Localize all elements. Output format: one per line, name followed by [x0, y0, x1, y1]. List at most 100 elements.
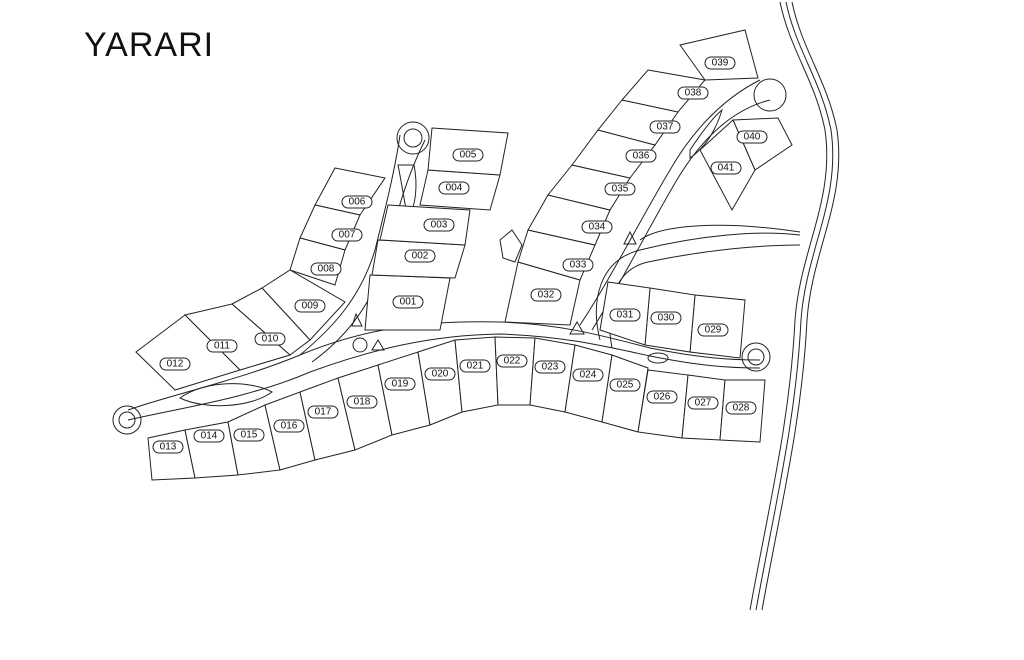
- northeast-road: [579, 79, 761, 326]
- lot-label: 031: [617, 310, 634, 321]
- lot-label-pill: [392, 295, 424, 309]
- lot-label-pill: [677, 86, 709, 100]
- lot-label-pill: [562, 258, 594, 272]
- lot-label: 017: [315, 407, 332, 418]
- lot-label-pill: [704, 56, 736, 70]
- lot-label-pill: [423, 218, 455, 232]
- lot-label-pill: [459, 359, 491, 373]
- lot-label-pill: [424, 367, 456, 381]
- lot-label-pill: [650, 311, 682, 325]
- lot-label: 015: [241, 430, 258, 441]
- lot-label: 029: [705, 325, 722, 336]
- lot-label-pill: [346, 395, 378, 409]
- lot-label: 005: [460, 150, 477, 161]
- lot-label: 041: [718, 163, 735, 174]
- lot-label-pill: [384, 377, 416, 391]
- cul-de-sac-north: [396, 121, 430, 155]
- lot-label: 032: [538, 290, 555, 301]
- lot-label: 016: [281, 421, 298, 432]
- lot-label: 001: [400, 297, 417, 308]
- lot-label: 022: [504, 356, 521, 367]
- lot-label: 002: [412, 251, 429, 262]
- lot-label: 027: [695, 398, 712, 409]
- lots-layer: 001 002 003 004 005 006 007 008 009 010 011 012 013 0…: [135, 29, 793, 481]
- map-title: YARARI: [84, 26, 215, 64]
- lot-label-pill: [233, 428, 265, 442]
- lot-label: 037: [657, 122, 674, 133]
- lot-label-pill: [736, 130, 768, 144]
- lot-label-pill: [254, 332, 286, 346]
- lot-039: [679, 29, 759, 81]
- lot-label-pill: [604, 182, 636, 196]
- lot-label-pill: [273, 419, 305, 433]
- lot-label-pill: [206, 339, 238, 353]
- lot-label: 020: [432, 369, 449, 380]
- lot-label: 010: [262, 334, 279, 345]
- lot-label-pill: [341, 195, 373, 209]
- lot-label-pill: [193, 429, 225, 443]
- east-loop-road: [595, 232, 801, 341]
- lot-038: [621, 69, 706, 113]
- lot-label: 009: [302, 301, 319, 312]
- lot-label-pill: [687, 396, 719, 410]
- lot-label: 035: [612, 184, 629, 195]
- lot-label: 023: [542, 362, 559, 373]
- lot-label-pill: [710, 161, 742, 175]
- lot-label: 038: [685, 88, 702, 99]
- lot-021: [454, 336, 499, 413]
- lot-label: 036: [633, 151, 650, 162]
- cul-de-sac-west: [112, 405, 142, 435]
- lot-label: 024: [580, 370, 597, 381]
- lot-label-pill: [307, 405, 339, 419]
- lot-label-pill: [404, 249, 436, 263]
- lot-label: 033: [570, 260, 587, 271]
- lot-label: 025: [617, 380, 634, 391]
- lot-022: [494, 336, 536, 406]
- lot-label: 040: [744, 132, 761, 143]
- lot-label: 018: [354, 397, 371, 408]
- lot-label: 019: [392, 379, 409, 390]
- lot-label: 006: [349, 197, 366, 208]
- cul-de-sac-east: [741, 342, 771, 372]
- lot-label: 012: [167, 359, 184, 370]
- lot-label: 014: [201, 431, 218, 442]
- lot-label: 008: [318, 264, 335, 275]
- lot-label-pill: [725, 401, 757, 415]
- main-road: [127, 321, 761, 411]
- lot-label-pill: [310, 262, 342, 276]
- lot-label: 011: [214, 341, 230, 352]
- lot-label-pill: [649, 120, 681, 134]
- lot-label-pill: [496, 354, 528, 368]
- lot-label: 026: [654, 392, 671, 403]
- lot-label: 021: [467, 361, 484, 372]
- lot-label-pill: [159, 357, 191, 371]
- lot-label-pill: [294, 299, 326, 313]
- lot-label-pill: [452, 148, 484, 162]
- lot-label-pill: [530, 288, 562, 302]
- lot-label: 004: [446, 183, 463, 194]
- lot-label-pill: [625, 149, 657, 163]
- lot-012: [135, 314, 241, 391]
- lot-label-pill: [572, 368, 604, 382]
- highway: [749, 1, 828, 611]
- lot-label: 030: [658, 313, 675, 324]
- lot-label: 039: [712, 58, 729, 69]
- lot-label-pill: [152, 440, 184, 454]
- lot-label-pill: [581, 220, 613, 234]
- lot-label: 007: [339, 230, 356, 241]
- lot-label-pill: [331, 228, 363, 242]
- lot-label: 003: [431, 220, 448, 231]
- lot-label-pill: [534, 360, 566, 374]
- lot-label: 034: [589, 222, 606, 233]
- lot-label-pill: [646, 390, 678, 404]
- lot-label: 013: [160, 442, 177, 453]
- lot-label-pill: [609, 378, 641, 392]
- lot-label-pill: [609, 308, 641, 322]
- north-spur-road: [299, 134, 401, 356]
- lot-label-pill: [697, 323, 729, 337]
- lot-label-pill: [438, 181, 470, 195]
- cul-de-sac-northeast: [753, 78, 787, 112]
- lot-label: 028: [733, 403, 750, 414]
